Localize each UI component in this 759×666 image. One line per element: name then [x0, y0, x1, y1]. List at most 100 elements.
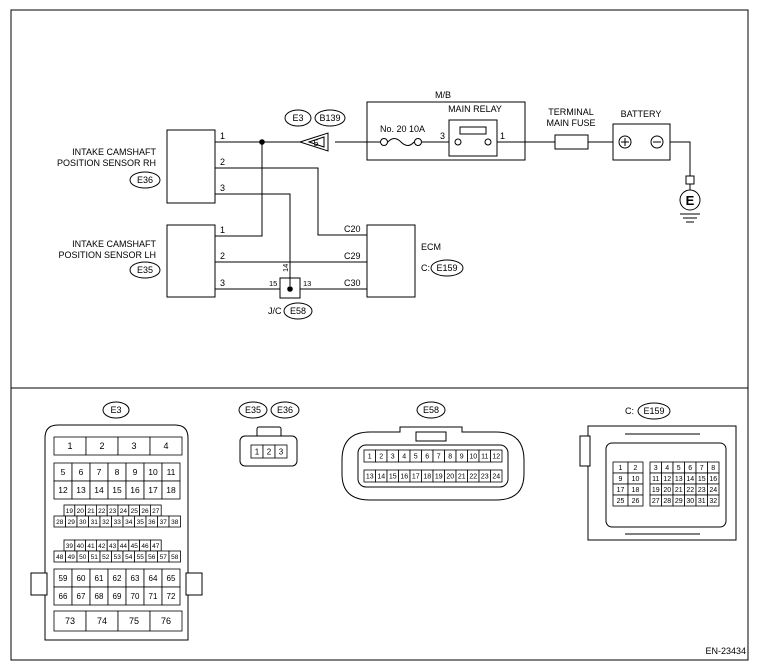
- sensor-lh-box: [166, 224, 216, 298]
- pin-label: 47: [152, 543, 160, 550]
- pin-label: 18: [632, 487, 640, 494]
- pin-label: 2: [267, 447, 272, 456]
- pin-label: 20: [77, 508, 85, 515]
- pin-label: 23: [481, 474, 489, 481]
- ecm-pin-c29: C29: [344, 251, 361, 261]
- pin-label: 20: [663, 487, 671, 494]
- pin-label: 35: [137, 519, 145, 526]
- jc-label: J/C: [268, 306, 282, 316]
- fuse-symbol: [387, 138, 415, 146]
- ecm-pin-c20: C20: [344, 224, 361, 234]
- pin-cell: [149, 436, 183, 456]
- pin-label: 11: [167, 467, 176, 477]
- conn-e159-prefix: C:: [625, 406, 634, 416]
- pin-label: 23: [109, 508, 117, 515]
- pin-label: 63: [131, 574, 140, 583]
- pin-label: 17: [412, 474, 420, 481]
- pin-label: 74: [97, 616, 107, 626]
- pin-label: 16: [400, 474, 408, 481]
- pin-label: 24: [120, 508, 128, 515]
- wire-battery-ground: [670, 141, 691, 176]
- jc-pin-14: 14: [281, 264, 290, 272]
- pin-label: 29: [68, 519, 76, 526]
- conn-e159-badge: E159: [643, 406, 664, 416]
- fuse-terminal-right: [414, 138, 422, 146]
- sensor-lh-badge-oval: [129, 261, 161, 279]
- pin-label: 39: [66, 543, 74, 550]
- pin-label: 59: [59, 574, 68, 583]
- sensor-lh: INTAKE CAMSHAFT POSITION SENSOR LH E35 1…: [58, 224, 225, 298]
- conn-e3-badge-oval: [102, 401, 130, 419]
- pin-label: 27: [652, 498, 660, 505]
- sensor-rh-label-2: POSITION SENSOR RH: [57, 158, 156, 168]
- pin-label: 56: [148, 554, 156, 561]
- pin-label: 66: [59, 592, 68, 601]
- pin-cell: [168, 515, 181, 528]
- sensor-rh-pin-3: 3: [220, 183, 225, 193]
- pin-label: 57: [160, 554, 168, 561]
- pin-label: 32: [102, 519, 110, 526]
- pin-label: 6: [425, 454, 429, 461]
- pin-label: 44: [120, 543, 128, 550]
- pin-label: 7: [437, 454, 441, 461]
- sensor-lh-pin-3: 3: [220, 278, 225, 288]
- pin-label: 9: [133, 467, 138, 477]
- pin-label: 2: [379, 454, 383, 461]
- pin-label: 61: [95, 574, 104, 583]
- pin-label: 7: [700, 465, 704, 472]
- pin-label: 15: [112, 485, 122, 495]
- pin-label: 51: [91, 554, 99, 561]
- pin-label: 60: [77, 574, 86, 583]
- sensor-rh-label-1: INTAKE CAMSHAFT: [72, 147, 156, 157]
- pin-label: 10: [632, 476, 640, 483]
- e3-badge-oval: [284, 109, 312, 127]
- pin-label: 13: [76, 485, 86, 495]
- pin-label: 41: [87, 543, 95, 550]
- conn-e35-badge-oval: [238, 401, 268, 419]
- pin-label: 49: [68, 554, 76, 561]
- ground-circle: [679, 189, 701, 211]
- conn-e3-latch-right: [185, 572, 203, 596]
- pin-label: 33: [114, 519, 122, 526]
- pin-cell: [490, 469, 503, 483]
- pin-label: 30: [79, 519, 87, 526]
- main-fuse-box: [554, 134, 589, 150]
- conn-e3-latch-left: [30, 572, 48, 596]
- pin-label: 26: [632, 498, 640, 505]
- pin-label: 15: [389, 474, 397, 481]
- pin-cell: [149, 610, 183, 632]
- pin-label: 11: [481, 454, 488, 461]
- conn-e159-inner: [605, 442, 727, 528]
- pin-label: 45: [131, 543, 139, 550]
- pin-label: 1: [368, 454, 372, 461]
- pin-label: 52: [102, 554, 110, 561]
- pin-label: 5: [61, 467, 66, 477]
- pin-label: 55: [137, 554, 145, 561]
- jc-pin-15: 15: [269, 279, 277, 288]
- pin-label: 50: [79, 554, 87, 561]
- pin-label: 70: [131, 592, 140, 601]
- conn-e159-side-tab: [579, 435, 591, 467]
- pin-cell: [490, 449, 503, 463]
- sensor-lh-label-1: INTAKE CAMSHAFT: [72, 239, 156, 249]
- pin-label: 58: [171, 554, 179, 561]
- pin-label: 1: [255, 447, 260, 456]
- pin-label: 16: [130, 485, 140, 495]
- pin-label: 28: [56, 519, 64, 526]
- conn-e159-badge-oval: [637, 402, 671, 420]
- sensor-rh-pin-2: 2: [220, 157, 225, 167]
- sensor-lh-badge: E35: [137, 265, 153, 275]
- pin-label: 12: [58, 485, 68, 495]
- wire-rh-pin2-c20: [215, 167, 367, 236]
- pin-label: 22: [686, 487, 694, 494]
- relay-coil: [459, 126, 487, 135]
- mb-label: M/B: [435, 90, 451, 100]
- pin-label: 73: [65, 616, 75, 626]
- sensor-lh-label-2: POSITION SENSOR LH: [58, 250, 156, 260]
- jc-junction: [287, 286, 293, 292]
